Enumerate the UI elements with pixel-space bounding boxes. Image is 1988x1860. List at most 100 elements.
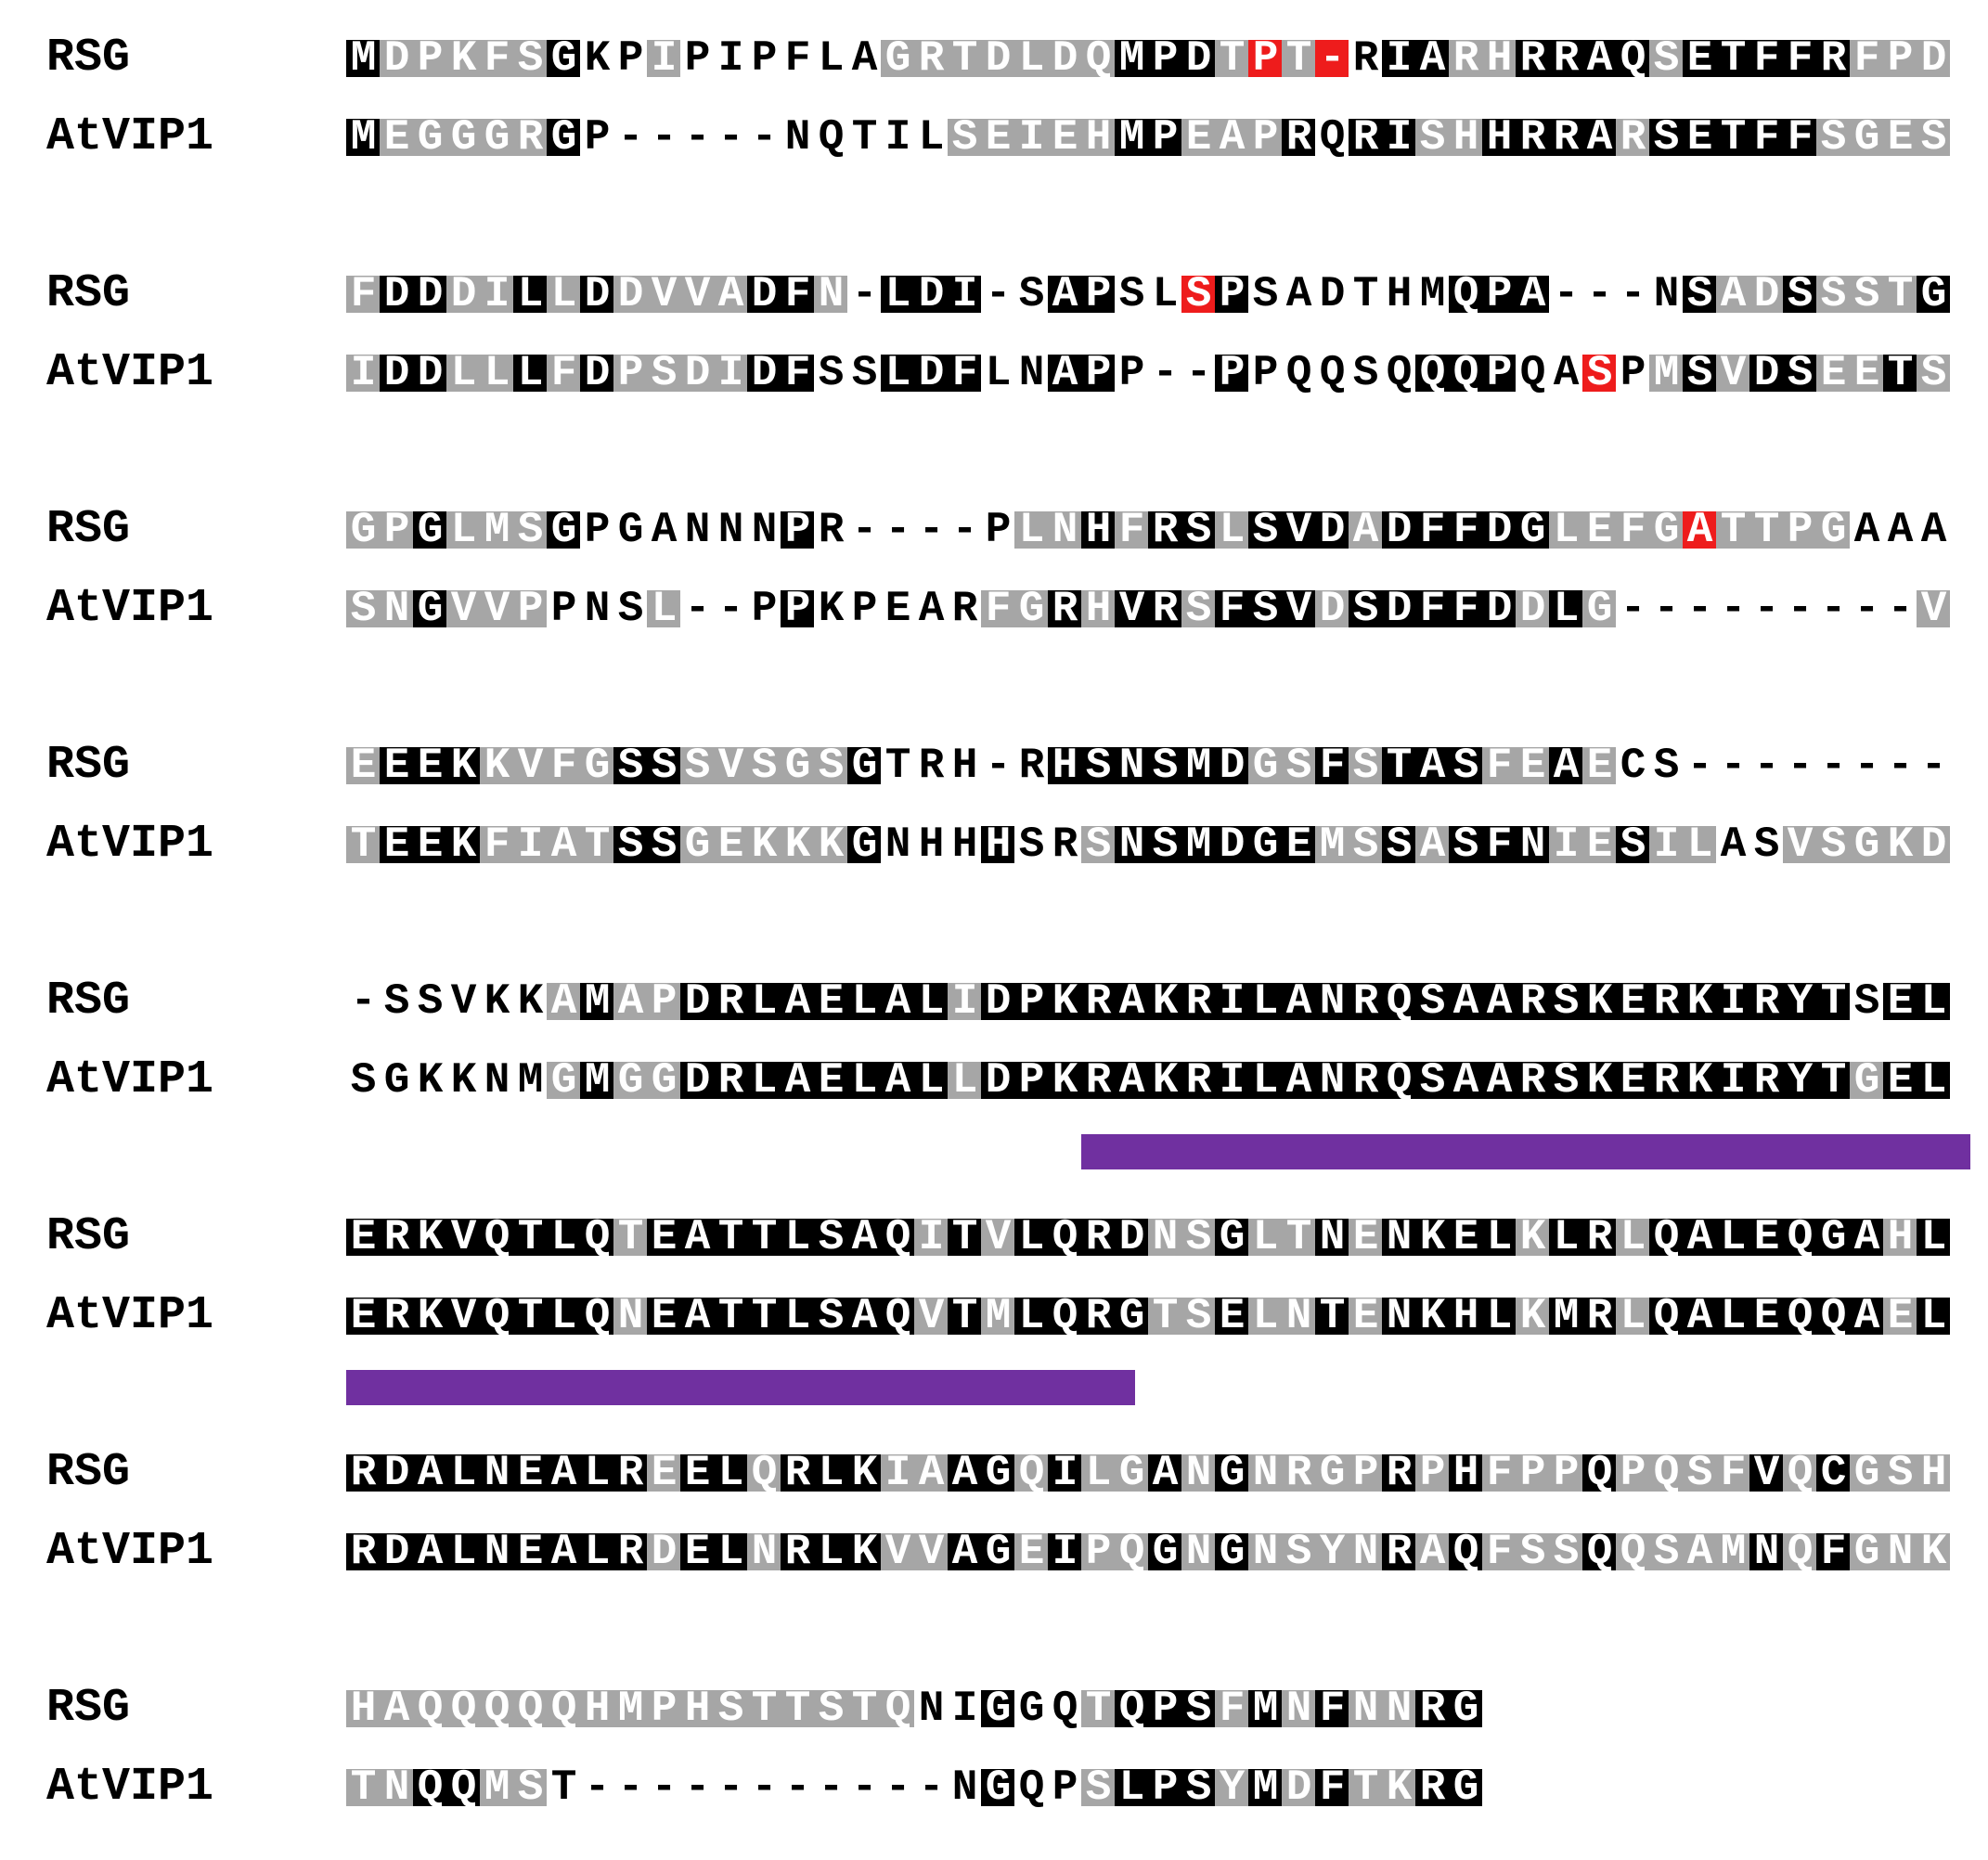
sequence-name-label: RSG <box>46 1446 131 1499</box>
residue: D <box>1382 588 1415 630</box>
residue: R <box>1516 37 1549 80</box>
residue: L <box>747 980 781 1023</box>
residue: F <box>1482 823 1516 866</box>
residue: P <box>1516 1452 1549 1494</box>
residue: Q <box>881 1295 914 1337</box>
residue: S <box>1749 823 1783 866</box>
residue: S <box>1349 744 1382 787</box>
residue: P <box>981 509 1014 551</box>
residue: S <box>413 980 446 1023</box>
alignment-gap: - <box>647 1766 680 1809</box>
residue: A <box>1349 509 1382 551</box>
residue: K <box>446 744 480 787</box>
residue: G <box>847 823 881 866</box>
residue: G <box>413 588 446 630</box>
residue: K <box>847 1531 881 1573</box>
residue: E <box>513 1452 547 1494</box>
residue: M <box>1649 352 1683 394</box>
residue: A <box>1449 980 1482 1023</box>
residue: N <box>480 1059 513 1102</box>
residue: P <box>1048 1766 1081 1809</box>
residue: P <box>547 588 580 630</box>
residue: P <box>1081 352 1115 394</box>
residue: T <box>580 823 613 866</box>
residue: E <box>981 116 1014 159</box>
residue: S <box>1683 352 1716 394</box>
residue: S <box>1649 744 1683 787</box>
residue: F <box>1816 1531 1850 1573</box>
residue: G <box>981 1452 1014 1494</box>
residue: H <box>1883 1216 1917 1259</box>
residue: S <box>346 588 380 630</box>
residue: G <box>1850 1059 1883 1102</box>
residue: I <box>1382 37 1415 80</box>
residue: F <box>1482 744 1516 787</box>
residue: D <box>580 352 613 394</box>
residue: G <box>1449 1766 1482 1809</box>
residue: P <box>1081 1531 1115 1573</box>
residue: H <box>1449 1295 1482 1337</box>
residue: G <box>1315 1452 1349 1494</box>
residue: L <box>948 1059 981 1102</box>
residue: N <box>714 509 747 551</box>
residue: N <box>680 509 714 551</box>
residue: G <box>1215 1531 1248 1573</box>
residue: Q <box>1783 1295 1816 1337</box>
residue: G <box>547 116 580 159</box>
residue: A <box>881 1059 914 1102</box>
residue: Q <box>413 1766 446 1809</box>
residue: P <box>1482 352 1516 394</box>
residue: L <box>1482 1216 1516 1259</box>
residue: Q <box>1449 273 1482 316</box>
residue: R <box>1649 1059 1683 1102</box>
residue: T <box>1716 37 1749 80</box>
residue: H <box>1081 116 1115 159</box>
residue: P <box>413 37 446 80</box>
residue: L <box>1917 1216 1950 1259</box>
residue: Q <box>1115 1531 1148 1573</box>
residue: I <box>914 1216 948 1259</box>
residue: P <box>613 352 647 394</box>
residue: E <box>380 116 413 159</box>
residue: S <box>1248 509 1282 551</box>
residue: S <box>1549 1531 1582 1573</box>
residue: L <box>513 352 547 394</box>
residue: E <box>680 1531 714 1573</box>
residue: V <box>1282 588 1315 630</box>
residue: G <box>1215 1452 1248 1494</box>
residue: N <box>1282 1687 1315 1730</box>
residue: A <box>680 1216 714 1259</box>
residue: A <box>413 1531 446 1573</box>
residue: L <box>781 1295 814 1337</box>
residue: K <box>446 1059 480 1102</box>
residue: A <box>1716 823 1749 866</box>
residue: L <box>714 1452 747 1494</box>
residue: E <box>1850 352 1883 394</box>
residue: T <box>1349 273 1382 316</box>
residue: P <box>1883 37 1917 80</box>
residue: P <box>1783 509 1816 551</box>
alignment-gap: - <box>680 116 714 159</box>
sequence-name-label: RSG <box>46 32 131 84</box>
residue: A <box>380 1687 413 1730</box>
residue: F <box>948 352 981 394</box>
sequence-name-label: AtVIP1 <box>46 582 214 635</box>
residue: I <box>1382 116 1415 159</box>
residue: T <box>948 37 981 80</box>
residue: Q <box>1415 352 1449 394</box>
residue: T <box>847 1687 881 1730</box>
residue: K <box>747 823 781 866</box>
residue: A <box>1549 744 1582 787</box>
residue: I <box>346 352 380 394</box>
residue: A <box>1449 1059 1482 1102</box>
residue: H <box>1382 273 1415 316</box>
residue: D <box>380 1531 413 1573</box>
residue: G <box>781 744 814 787</box>
residue: D <box>1382 509 1415 551</box>
residue: N <box>948 1766 981 1809</box>
residue: R <box>1048 588 1081 630</box>
residue: H <box>1482 37 1516 80</box>
